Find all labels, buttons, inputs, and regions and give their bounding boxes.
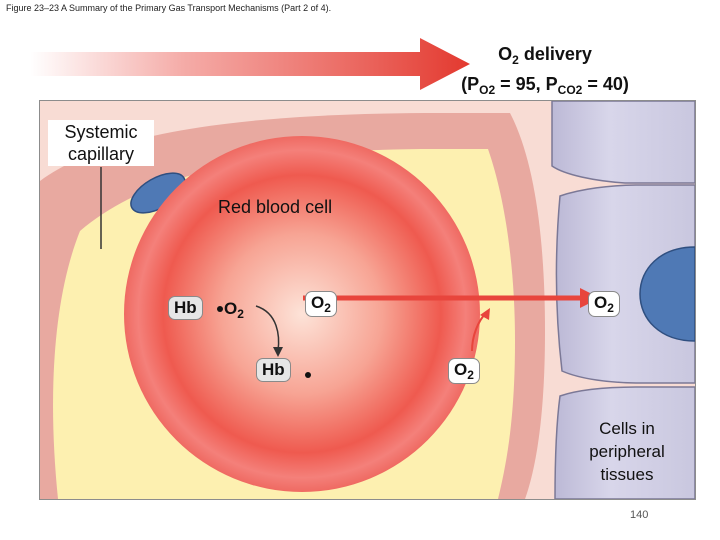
illustration-panel: [39, 100, 696, 500]
rbc-o2-chip: O2: [305, 291, 337, 317]
hb-free-chip: Hb: [256, 358, 291, 382]
tissue-cell-top: [551, 101, 695, 184]
hb-chip: Hb: [168, 296, 203, 320]
systemic-capillary-label: Systemic capillary: [48, 120, 154, 166]
tissue-nucleus: [639, 246, 695, 342]
tissue-cell-bottom: [554, 386, 695, 499]
page-number: 140: [630, 509, 649, 521]
delivery-arrow: [30, 38, 470, 90]
red-blood-cell-label: Red blood cell: [218, 197, 333, 217]
figure-caption: Figure 23–23 A Summary of the Primary Ga…: [6, 3, 332, 13]
tissue-o2-chip: O2: [588, 291, 620, 317]
tissue-cell-middle: [555, 184, 695, 384]
hb-bound-o2-label: O2: [224, 299, 244, 321]
peripheral-tissues-label: Cells in peripheral tissues: [589, 419, 665, 484]
o2-delivery-title: O2 delivery (PO2 = 95, PCO2 = 40): [461, 44, 629, 97]
red-blood-cell: [124, 136, 480, 492]
capillary-illustration: [40, 101, 695, 499]
plasma-o2-chip: O2: [448, 358, 480, 384]
